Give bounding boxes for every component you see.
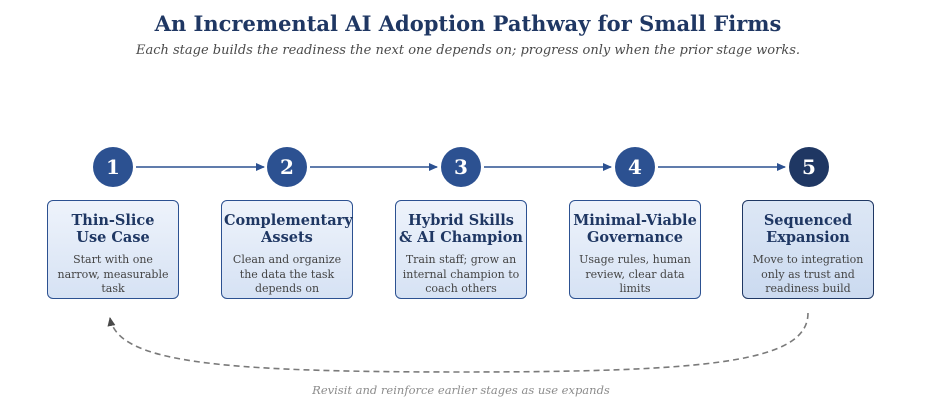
stage-5-desc-line3: readiness build <box>765 282 851 295</box>
stage-2-title-line1: Complementary <box>224 212 353 229</box>
stage-3-desc-line2: internal champion to <box>402 267 520 281</box>
stage-2-number-badge: 2 <box>267 147 307 187</box>
stage-5-desc-line1: Move to integration <box>752 253 864 266</box>
stage-4-number-badge: 4 <box>615 147 655 187</box>
stage-1-desc-line1: Start with one <box>73 253 153 266</box>
stage-3-title-line1: Hybrid Skills <box>408 212 514 229</box>
stage-4-desc-line1: Usage rules, human <box>579 253 691 266</box>
stage-4-title: Minimal-Viable Governance <box>572 212 698 248</box>
stage-5-title-line2: Expansion <box>766 229 850 246</box>
stage-1-description: Start with one narrow, measurable task <box>50 253 176 297</box>
stage-4-title-line1: Minimal-Viable <box>573 212 697 229</box>
feedback-loop-arrow <box>107 312 809 373</box>
stage-4-description: Usage rules, human review, clear data li… <box>572 253 698 297</box>
stage-4-title-line2: Governance <box>587 229 683 246</box>
stage-2-desc-line1: Clean and organize <box>232 253 342 266</box>
stage-2-desc-line3: depends on <box>254 282 320 295</box>
stage-4-card: Minimal-Viable Governance Usage rules, h… <box>569 200 701 299</box>
stage-1-card: Thin-Slice Use Case Start with one narro… <box>47 200 179 299</box>
feedback-loop-label: Revisit and reinforce earlier stages as … <box>312 383 610 397</box>
stage-3-description: Train staff; grow an internal champion t… <box>398 253 524 297</box>
stage-1-title-line2: Use Case <box>76 229 150 246</box>
stage-5-desc-line2: only as trust and <box>761 267 855 281</box>
stage-3-desc-line1: Train staff; grow an <box>405 253 517 266</box>
stage-5-card: Sequenced Expansion Move to integration … <box>742 200 874 299</box>
page-subtitle: Each stage builds the readiness the next… <box>135 43 801 58</box>
page-title: An Incremental AI Adoption Pathway for S… <box>154 11 782 36</box>
stage-5-description: Move to integration only as trust and re… <box>745 253 871 297</box>
stage-1-desc-line2: narrow, measurable <box>57 267 169 281</box>
stage-2-desc-line2: the data the task <box>239 267 335 281</box>
stage-3-desc-line3: coach others <box>425 282 497 295</box>
stage-1-title: Thin-Slice Use Case <box>50 212 176 248</box>
stage-4-desc-line2: review, clear data <box>585 267 685 281</box>
stage-3-title: Hybrid Skills & AI Champion <box>398 212 524 248</box>
stage-1-number-badge: 1 <box>93 147 133 187</box>
stage-2-description: Clean and organize the data the task dep… <box>224 253 350 297</box>
stage-5-title: Sequenced Expansion <box>745 212 871 248</box>
stage-5-number-badge: 5 <box>789 147 829 187</box>
stage-5-title-line1: Sequenced <box>763 212 853 229</box>
stage-4-desc-line3: limits <box>619 282 651 295</box>
stage-3-title-line2: & AI Champion <box>399 229 523 246</box>
stage-2-title: Complementary Assets <box>224 212 353 248</box>
stage-3-number-badge: 3 <box>441 147 481 187</box>
stage-3-card: Hybrid Skills & AI Champion Train staff;… <box>395 200 527 299</box>
stage-2-card: Complementary Assets Clean and organize … <box>221 200 353 299</box>
stage-2-title-line2: Assets <box>261 229 313 246</box>
stage-1-desc-line3: task <box>101 282 125 295</box>
stage-1-title-line1: Thin-Slice <box>71 212 155 229</box>
